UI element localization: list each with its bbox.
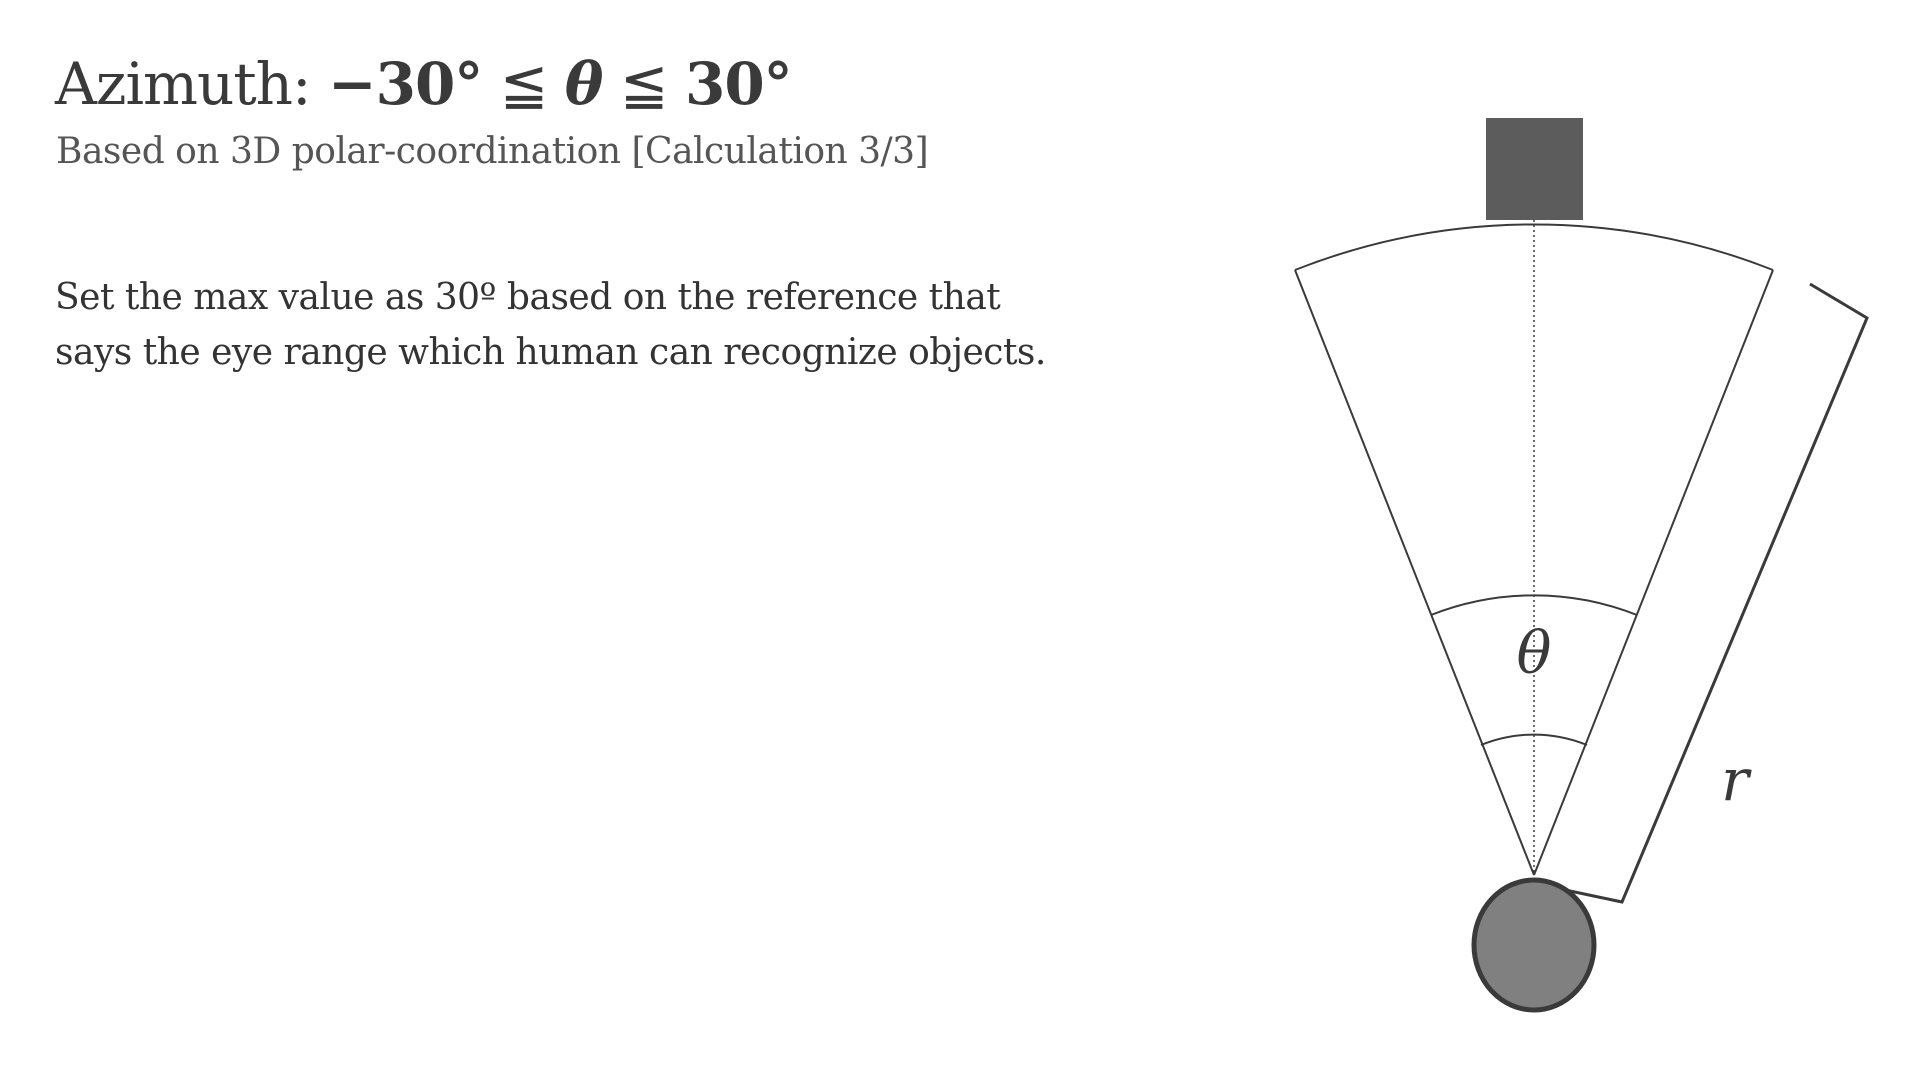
sector-outer-arc: [1294, 223, 1774, 271]
title-operator-1: ≦: [482, 50, 565, 118]
title-operator-2: ≦: [602, 50, 685, 118]
title-theta-symbol: θ: [564, 50, 604, 118]
sector-right-edge: [1533, 269, 1774, 876]
page-title: Azimuth: −30° ≦ θ ≦ 30°: [55, 44, 793, 124]
title-prefix: Azimuth:: [55, 50, 328, 118]
description-line-2: says the eye range which human can recog…: [55, 332, 1046, 373]
page-subtitle: Based on 3D polar-coordination [Calculat…: [56, 131, 929, 172]
title-lower-bound: −30°: [328, 50, 483, 118]
target-object-square: [1486, 118, 1583, 220]
title-upper-bound: 30°: [684, 50, 793, 118]
radius-label: r: [1721, 746, 1752, 814]
description-line-1: Set the max value as 30º based on the re…: [55, 277, 1001, 318]
theta-label: θ: [1517, 619, 1552, 687]
sector-left-edge: [1294, 269, 1535, 876]
observer-circle: [1471, 877, 1597, 1013]
angle-arc-small: [1480, 733, 1588, 746]
description-text: Set the max value as 30º based on the re…: [55, 270, 1046, 380]
radius-bracket: [1555, 282, 1869, 904]
